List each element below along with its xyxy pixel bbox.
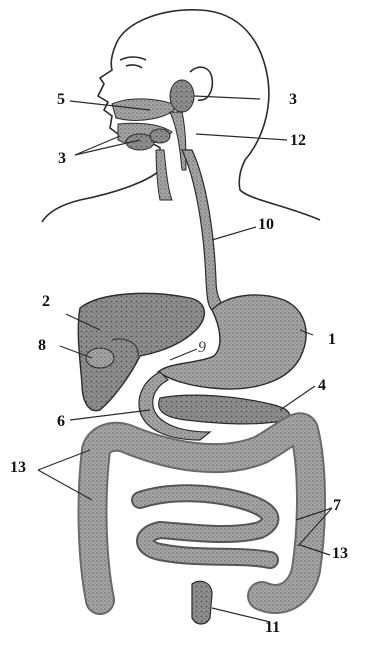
label-1: 1 bbox=[328, 332, 336, 348]
label-8: 8 bbox=[38, 338, 46, 354]
label-3-right: 3 bbox=[289, 92, 297, 108]
small-intestine bbox=[140, 493, 270, 560]
label-13-right: 13 bbox=[332, 546, 348, 562]
label-13-left: 13 bbox=[10, 460, 26, 476]
label-9: 9 bbox=[198, 340, 206, 356]
label-11: 11 bbox=[265, 620, 280, 636]
label-10: 10 bbox=[258, 217, 274, 233]
label-6: 6 bbox=[57, 414, 65, 430]
label-3-left: 3 bbox=[58, 151, 66, 167]
label-12: 12 bbox=[290, 133, 306, 149]
label-7: 7 bbox=[333, 498, 341, 514]
rectum bbox=[192, 581, 212, 624]
label-4: 4 bbox=[318, 378, 326, 394]
gallbladder bbox=[86, 348, 114, 368]
pancreas bbox=[159, 395, 290, 424]
label-2: 2 bbox=[42, 294, 50, 310]
label-5: 5 bbox=[57, 92, 65, 108]
